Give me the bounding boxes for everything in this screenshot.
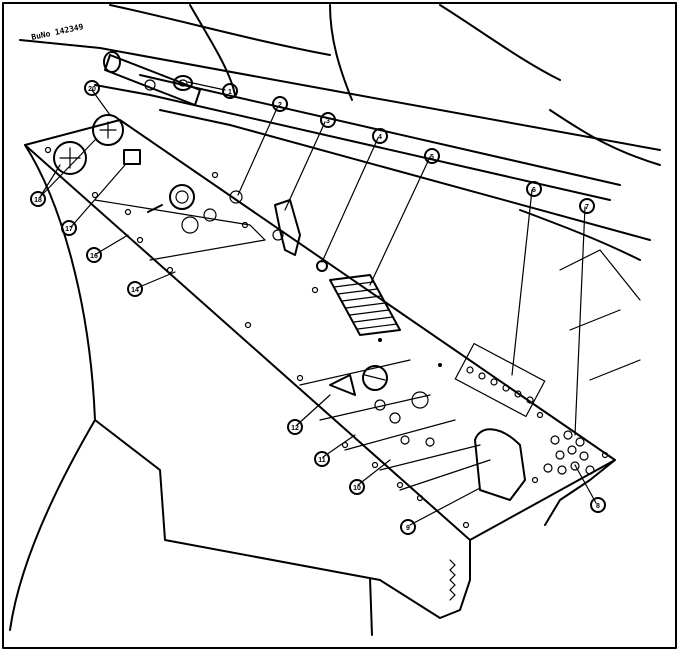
knob-large xyxy=(169,184,195,210)
svg-text:3: 3 xyxy=(326,118,330,125)
cockpit-structure xyxy=(19,4,661,381)
svg-text:11: 11 xyxy=(318,457,326,464)
callout-21: 21 xyxy=(0,0,8,2)
gauge-right xyxy=(92,114,124,146)
callout-9: 9 xyxy=(400,519,416,535)
svg-text:5: 5 xyxy=(430,154,434,161)
callouts: 1 2 3 4 5 6 7 8 9 10 11 12 14 16 17 18 2… xyxy=(0,0,606,535)
callout-17: 17 xyxy=(61,220,77,236)
callout-6: 6 xyxy=(526,181,542,197)
svg-text:7: 7 xyxy=(585,204,589,211)
callout-10: 10 xyxy=(349,479,365,495)
svg-text:9: 9 xyxy=(406,525,410,532)
callout-5: 5 xyxy=(424,148,440,164)
callout-7: 7 xyxy=(579,198,595,214)
svg-text:14: 14 xyxy=(131,287,139,294)
svg-text:8: 8 xyxy=(596,503,600,510)
svg-text:6: 6 xyxy=(532,187,536,194)
switch-cluster xyxy=(543,430,595,475)
lever-handle xyxy=(274,199,301,256)
svg-text:12: 12 xyxy=(291,425,299,432)
callout-4: 4 xyxy=(372,128,388,144)
callout-14: 14 xyxy=(127,281,143,297)
tube-assembly xyxy=(103,51,201,106)
svg-text:20: 20 xyxy=(88,86,96,93)
callout-11: 11 xyxy=(314,451,330,467)
serial-number-label: BuNo 142349 xyxy=(31,22,85,42)
svg-text:10: 10 xyxy=(353,485,361,492)
switch-box xyxy=(123,149,141,165)
panel-screws xyxy=(44,146,609,529)
dial-cover xyxy=(329,374,356,396)
callout-2: 2 xyxy=(272,96,288,112)
svg-text:4: 4 xyxy=(378,134,382,141)
callout-8: 8 xyxy=(590,497,606,513)
svg-text:1: 1 xyxy=(228,89,232,96)
callout-18: 18 xyxy=(30,191,46,207)
svg-text:2: 2 xyxy=(278,102,282,109)
gauge-left xyxy=(53,141,87,175)
svg-text:18: 18 xyxy=(34,197,42,204)
instruments xyxy=(53,114,595,501)
vent-grille xyxy=(329,274,401,336)
callout-12: 12 xyxy=(287,419,303,435)
grab-handle xyxy=(474,428,526,501)
callout-1: 1 xyxy=(222,83,238,99)
console-panel xyxy=(9,119,616,636)
toggle-knob-2 xyxy=(229,190,243,204)
callout-16: 16 xyxy=(86,247,102,263)
svg-text:16: 16 xyxy=(90,253,98,260)
callout-20: 20 xyxy=(84,80,100,96)
svg-text:17: 17 xyxy=(65,226,73,233)
callout-3: 3 xyxy=(320,112,336,128)
